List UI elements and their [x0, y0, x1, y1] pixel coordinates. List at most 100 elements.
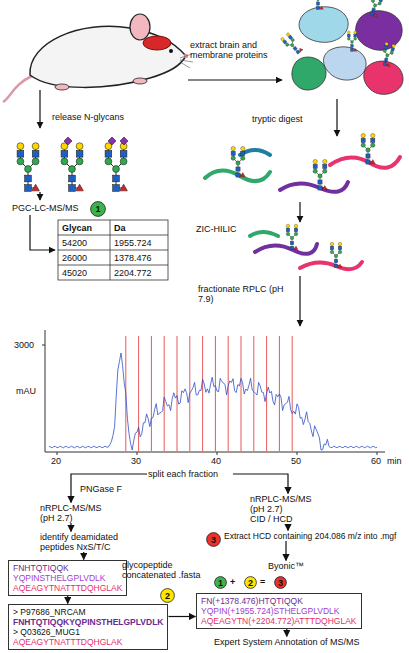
sequence-text: AQEAGYTNATTTDQHGLAK — [13, 583, 122, 593]
annotation-label: PNGase F — [80, 484, 122, 494]
circle-fill — [161, 589, 175, 603]
step-label: split each fraction — [148, 469, 232, 479]
annotation-label: 20 — [51, 456, 61, 466]
sequence-text: YQPINSTHELGPLVDLK — [13, 573, 122, 583]
glycan-figure — [17, 0, 128, 191]
annotation-label: 50 — [291, 456, 301, 466]
annotation-label: 60 — [371, 456, 381, 466]
flow-arrows-part — [188, 79, 282, 80]
step-label: 2 — [248, 578, 253, 588]
peptide-figure-part — [330, 157, 400, 168]
fraction-line — [202, 336, 203, 451]
protein-figure — [280, 0, 403, 94]
peptide-glycans-part — [313, 159, 327, 190]
annotation-label: tryptic digest — [252, 114, 303, 124]
annotation-label: 1378.476 — [114, 253, 152, 263]
step-text: nRPLC-MS/MS (pH 2.7) — [40, 503, 102, 523]
table-grid-part — [58, 220, 168, 280]
annotation-label: 1955.724 — [114, 238, 152, 248]
fraction-line — [228, 336, 229, 451]
flow-arrow — [67, 596, 68, 604]
step-label: 3 — [211, 535, 216, 545]
protein-figure-part — [347, 31, 356, 51]
step-label: nRPLC-MS/MS (pH 2.7) — [40, 503, 102, 523]
step-circle: 2 — [160, 588, 175, 603]
glycan-figure-part — [64, 137, 128, 145]
step-text: split each fraction — [148, 469, 232, 479]
mouse-figure — [3, 14, 193, 102]
step-label: 2 — [165, 591, 170, 601]
annotation-label: 54200 — [62, 238, 87, 248]
peptide-figure — [205, 150, 400, 269]
mouse-figure-part — [169, 49, 173, 53]
peptide-glycans-part — [231, 146, 245, 177]
chromatogram-axes-part — [42, 345, 377, 455]
table-grid — [58, 220, 168, 280]
flow-arrow — [83, 552, 84, 560]
peptide-figure-part — [255, 244, 317, 254]
peptide-figure-part — [280, 182, 348, 192]
protein-figure-part — [280, 32, 303, 56]
glycan-figure-part — [17, 143, 39, 192]
step-text: nRPLC-MS/MS (pH 2.7)CID / HCD — [250, 494, 326, 524]
glycan-figure-part — [105, 143, 127, 192]
step-text: identify deamidated peptides NxS/T/C — [40, 532, 140, 552]
fraction-line — [253, 336, 254, 451]
flow-arrow — [70, 523, 71, 532]
sequence-box: FN(+1378.476)HTQTIQQKYQPIN(+1955.724)STH… — [196, 593, 362, 629]
sequence-box: > P97686_NRCAMFNHTQTIQQKYQPINSTHELGPLVDL… — [8, 604, 168, 650]
peptide-figure-part — [300, 262, 362, 269]
mouse-figure-part — [133, 78, 147, 84]
protein-figure-part — [299, 7, 348, 43]
fraction-line — [177, 336, 178, 451]
fraction-line — [151, 336, 152, 451]
fraction-line — [138, 336, 139, 451]
peptide-glycans-part — [286, 224, 298, 250]
mouse-figure-part — [55, 84, 69, 90]
step-text: Extract HCD containing 204.086 m/z into … — [224, 531, 402, 541]
circle-fill — [245, 577, 257, 589]
step-circle: 3 — [274, 576, 287, 589]
step-label: Extract HCD containing 204.086 m/z into … — [224, 531, 402, 541]
protein-figure-part — [380, 42, 396, 67]
fraction-line — [292, 336, 293, 451]
protein-figure-part — [292, 57, 326, 90]
annotation-label: extract brain and membrane proteins — [190, 40, 282, 60]
flow-arrows-part — [299, 276, 300, 326]
annotation-label: ZIC-HILIC — [196, 224, 237, 234]
sequence-text: YQPIN(+1955.724)STHELGPLVDLK — [201, 606, 357, 616]
sequence-text: FNHTQTIQQK — [13, 563, 122, 573]
sequence-text: > Q03626_MUG1 — [13, 627, 163, 637]
step-label: Expert System Annotation of MS/MS — [214, 637, 360, 647]
annotation-label: 3000 — [14, 340, 34, 350]
annotation-label: + — [230, 577, 235, 587]
flow-arrows-part — [39, 192, 40, 200]
circle-fill — [215, 577, 227, 589]
fraction-line — [241, 336, 242, 451]
step-circle: 2 — [244, 576, 257, 589]
flow-arrows-part — [30, 215, 55, 250]
step-label: 3 — [278, 578, 283, 588]
annotation-label: glycopeptide concatenated .fasta — [122, 560, 202, 580]
chromatogram-axes — [42, 330, 385, 455]
step-label: Byonic™ — [268, 561, 304, 571]
annotation-label: 30 — [131, 456, 141, 466]
step-text: Expert System Annotation of MS/MS — [214, 637, 360, 647]
flow-arrow — [285, 541, 286, 561]
sequence-text: > P97686_NRCAM — [13, 607, 163, 617]
step-text: Byonic™ — [268, 561, 304, 571]
protein-figure-part — [367, 0, 385, 17]
sequence-text: FNHTQTIQQKYQPINSTHELGPLVDLK — [13, 617, 163, 627]
mouse-figure-part — [143, 36, 171, 50]
protein-figure-part — [313, 0, 324, 10]
step-label: 1 — [95, 204, 100, 214]
annotation-label: Da — [114, 223, 126, 233]
peptide-figure-part — [250, 232, 278, 236]
fraction-line — [215, 336, 216, 451]
flow-arrow — [168, 616, 195, 617]
flow-arrow — [71, 474, 147, 503]
step-label: 1 — [218, 578, 223, 588]
